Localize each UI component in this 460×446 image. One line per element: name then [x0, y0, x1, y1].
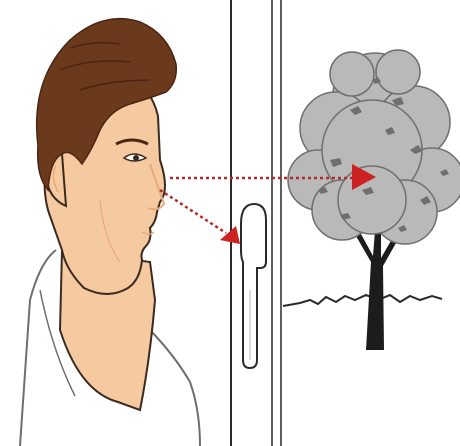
- person: [20, 19, 200, 446]
- eye-pupil: [133, 155, 139, 161]
- tree: [288, 50, 460, 350]
- door-handle-lever: [241, 204, 266, 368]
- sight-line-to-handle: [160, 190, 226, 233]
- ground-line: [283, 295, 442, 306]
- door-handle: [241, 204, 266, 368]
